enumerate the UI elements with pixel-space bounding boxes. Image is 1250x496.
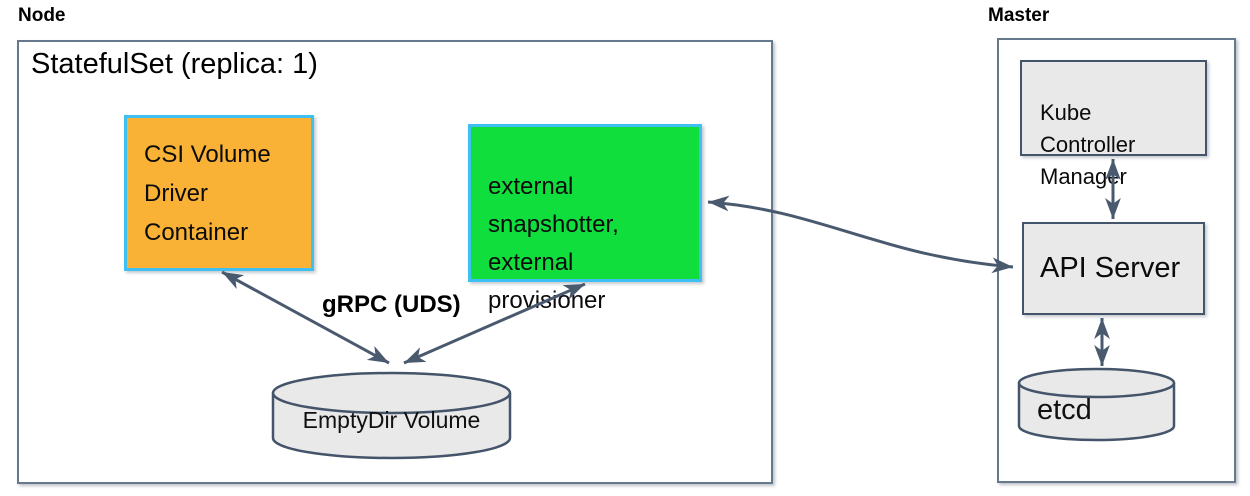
kube-controller-manager-label: Kube Controller Manager <box>1040 100 1136 189</box>
statefulset-title: StatefulSet (replica: 1) <box>31 48 318 80</box>
csi-volume-driver-label: CSI Volume Driver Container <box>144 140 271 246</box>
api-server-label: API Server <box>1040 252 1181 284</box>
etcd-label: etcd <box>1037 394 1092 426</box>
kube-controller-manager-box: Kube Controller Manager <box>1020 60 1207 189</box>
csi-volume-driver-box: CSI Volume Driver Container <box>124 115 314 271</box>
node-label: Node <box>18 5 66 26</box>
master-label: Master <box>988 5 1050 26</box>
emptydir-volume-label: EmptyDir Volume <box>302 407 481 433</box>
grpc-uds-label: gRPC (UDS) <box>322 291 461 318</box>
external-sidecars-box: external snapshotter, external provision… <box>468 124 702 314</box>
external-sidecars-label: external snapshotter, external provision… <box>488 173 619 314</box>
api-server-box: API Server <box>1022 222 1205 315</box>
